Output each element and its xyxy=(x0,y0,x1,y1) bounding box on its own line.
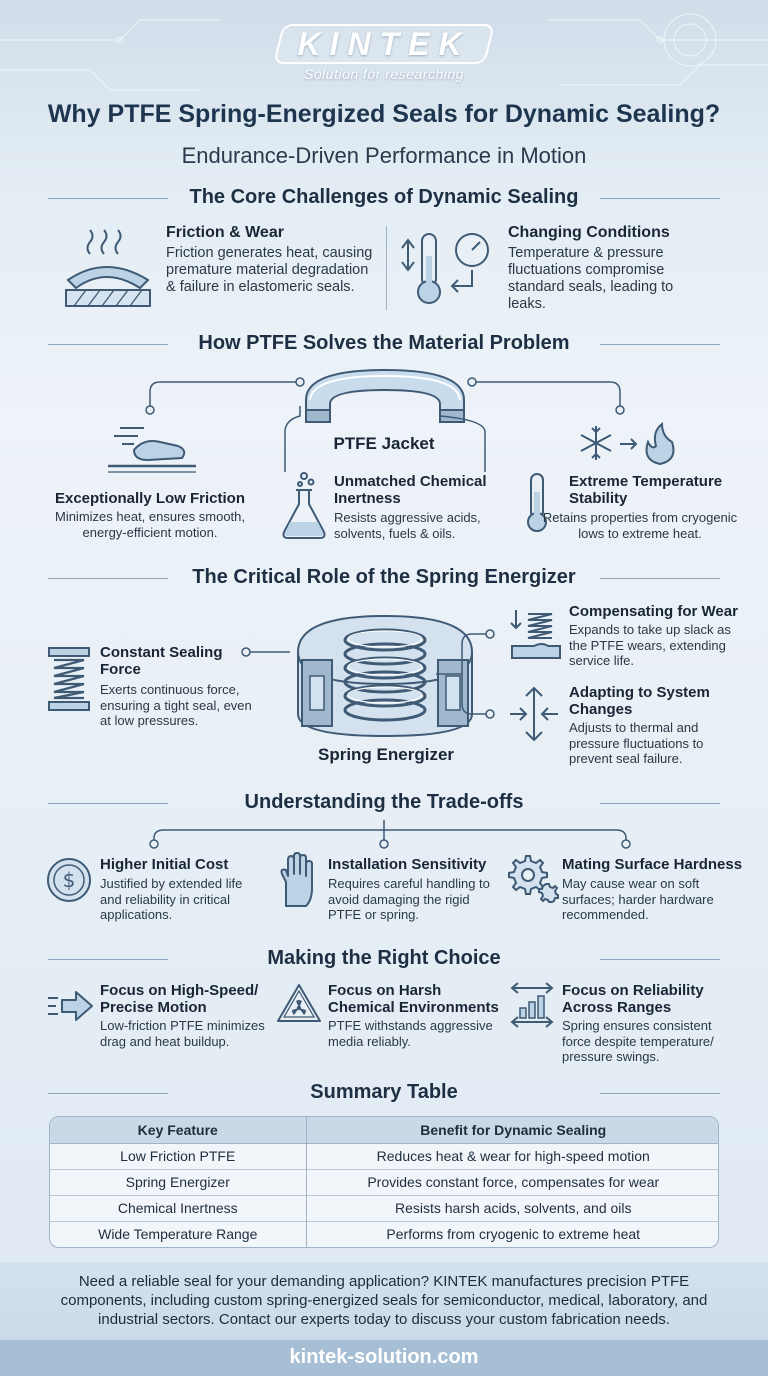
challenge-text-friction: Friction generates heat, causing prematu… xyxy=(166,245,373,295)
brand-logo: KINTEK xyxy=(297,26,471,62)
challenge-title-friction: Friction & Wear xyxy=(166,224,284,241)
table-row: Low Friction PTFE Reduces heat & wear fo… xyxy=(50,1142,718,1169)
tradeoff-text-hardness: May cause wear on soft surfaces; harder … xyxy=(562,876,714,922)
ptfe-text-chemical: Resists aggressive acids, solvents, fuel… xyxy=(334,510,481,541)
table-cell: Low Friction PTFE xyxy=(50,1142,307,1169)
choice-text-speed: Low-friction PTFE minimizes drag and hea… xyxy=(100,1018,265,1049)
table-row: Wide Temperature Range Performs from cry… xyxy=(50,1220,718,1247)
section-divider xyxy=(48,1093,168,1094)
ptfe-title-temperature: Extreme Temperature Stability xyxy=(569,473,723,507)
tradeoff-title-hardness: Mating Surface Hardness xyxy=(562,856,743,873)
snowflake-flame-icon xyxy=(580,421,675,466)
svg-text:$: $ xyxy=(63,868,76,892)
low-friction-icon xyxy=(108,427,196,473)
tradeoff-title-cost: Higher Initial Cost xyxy=(100,856,229,873)
section-divider xyxy=(600,344,720,345)
spring-energizer-cross-section xyxy=(297,614,473,738)
spring-text-compensating: Expands to take up slack as the PTFE wea… xyxy=(569,622,731,668)
table-row: Chemical Inertness Resists harsh acids, … xyxy=(50,1194,718,1221)
speed-arrow-icon xyxy=(48,991,93,1021)
table-header-cell: Benefit for Dynamic Sealing xyxy=(306,1117,718,1144)
summary-table: Key Feature Benefit for Dynamic Sealing … xyxy=(49,1116,719,1248)
section-divider xyxy=(600,198,720,199)
section-divider xyxy=(600,959,720,960)
section-divider xyxy=(48,959,168,960)
section-divider xyxy=(600,803,720,804)
section-divider xyxy=(600,1093,720,1094)
spring-text-constant: Exerts continuous force, ensuring a tigh… xyxy=(100,682,252,728)
spring-energizer-label: Spring Energizer xyxy=(317,745,455,764)
footer-website-link[interactable]: kintek-solution.com xyxy=(289,1346,479,1368)
dollar-coin-icon: $ xyxy=(47,858,91,902)
section-divider xyxy=(48,803,168,804)
spring-title-compensating: Compensating for Wear xyxy=(569,603,738,620)
section-title-choice: Making the Right Choice xyxy=(267,947,501,969)
spring-icon xyxy=(48,647,90,711)
spring-title-constant: Constant Sealing Force xyxy=(100,644,223,678)
choice-text-reliability: Spring ensures consistent force despite … xyxy=(562,1018,714,1064)
ptfe-title-chemical: Unmatched Chemical Inertness xyxy=(334,473,487,507)
section-title-challenges: The Core Challenges of Dynamic Sealing xyxy=(189,186,579,208)
table-cell: Chemical Inertness xyxy=(50,1194,307,1221)
background-circuit-decoration xyxy=(0,13,768,91)
table-header-row: Key Feature Benefit for Dynamic Sealing xyxy=(50,1117,718,1144)
section-divider xyxy=(48,344,168,345)
page-subtitle: Endurance-Driven Performance in Motion xyxy=(181,143,587,168)
section-title-ptfe: How PTFE Solves the Material Problem xyxy=(198,332,570,354)
section-divider xyxy=(600,578,720,579)
arrows-adapt-icon xyxy=(510,686,558,742)
ptfe-title-low-friction: Exceptionally Low Friction xyxy=(54,490,246,507)
choice-text-chemical: PTFE withstands aggressive media reliabl… xyxy=(328,1018,493,1049)
compensating-spring-icon xyxy=(510,610,561,659)
thermometer-gauge-icon xyxy=(401,233,489,304)
section-divider xyxy=(48,578,168,579)
table-cell: Wide Temperature Range xyxy=(50,1220,307,1247)
page-title: Why PTFE Spring-Energized Seals for Dyna… xyxy=(47,100,721,128)
spring-connector-lines xyxy=(241,629,495,719)
choice-title-speed: Focus on High-Speed/ Precise Motion xyxy=(100,982,259,1016)
thermometer-icon xyxy=(527,473,547,532)
table-header-cell: Key Feature xyxy=(50,1117,307,1144)
section-title-tradeoffs: Understanding the Trade-offs xyxy=(244,791,524,813)
footer-url-band xyxy=(0,1340,768,1376)
footer-cta-text: Need a reliable seal for your demanding … xyxy=(60,1273,708,1328)
spring-title-adapting: Adapting to System Changes xyxy=(569,684,710,718)
table-row: Spring Energizer Provides constant force… xyxy=(50,1168,718,1195)
challenge-title-conditions: Changing Conditions xyxy=(508,224,670,241)
spring-text-adapting: Adjusts to thermal and pressure fluctuat… xyxy=(569,720,704,766)
range-bars-icon xyxy=(510,982,554,1028)
column-divider xyxy=(386,226,387,310)
ptfe-jacket-icon xyxy=(305,368,465,423)
table-cell: Reduces heat & wear for high-speed motio… xyxy=(306,1142,718,1169)
section-title-spring: The Critical Role of the Spring Energize… xyxy=(192,566,576,588)
hazard-icon xyxy=(277,984,321,1022)
ptfe-jacket-label: PTFE Jacket xyxy=(333,434,435,453)
table-cell: Performs from cryogenic to extreme heat xyxy=(306,1220,718,1247)
friction-heat-icon xyxy=(65,229,151,307)
tradeoff-title-installation: Installation Sensitivity xyxy=(328,856,487,873)
choice-title-chemical: Focus on Harsh Chemical Environments xyxy=(328,982,499,1016)
tradeoff-text-cost: Justified by extended life and reliabili… xyxy=(100,876,243,922)
glove-icon xyxy=(280,852,313,907)
summary-table-grid: Key Feature Benefit for Dynamic Sealing … xyxy=(50,1117,718,1247)
choice-title-reliability: Focus on Reliability Across Ranges xyxy=(562,982,704,1016)
table-cell: Spring Energizer xyxy=(50,1168,307,1195)
table-cell: Resists harsh acids, solvents, and oils xyxy=(306,1194,718,1221)
tradeoff-text-installation: Requires careful handling to avoid damag… xyxy=(328,876,490,922)
flask-icon xyxy=(282,472,326,539)
gears-icon xyxy=(508,855,559,903)
section-divider xyxy=(48,198,168,199)
challenge-text-conditions: Temperature & pressure fluctuations comp… xyxy=(508,245,674,312)
section-title-summary: Summary Table xyxy=(310,1081,458,1103)
table-cell: Provides constant force, compensates for… xyxy=(306,1168,718,1195)
brand-tagline: Solution for researching xyxy=(304,66,464,82)
tradeoffs-connector-lines xyxy=(149,820,631,849)
ptfe-connector-lines xyxy=(145,377,625,472)
ptfe-text-low-friction: Minimizes heat, ensures smooth, energy-e… xyxy=(54,509,246,540)
ptfe-text-temperature: Retains properties from cryogenic lows t… xyxy=(542,510,738,541)
